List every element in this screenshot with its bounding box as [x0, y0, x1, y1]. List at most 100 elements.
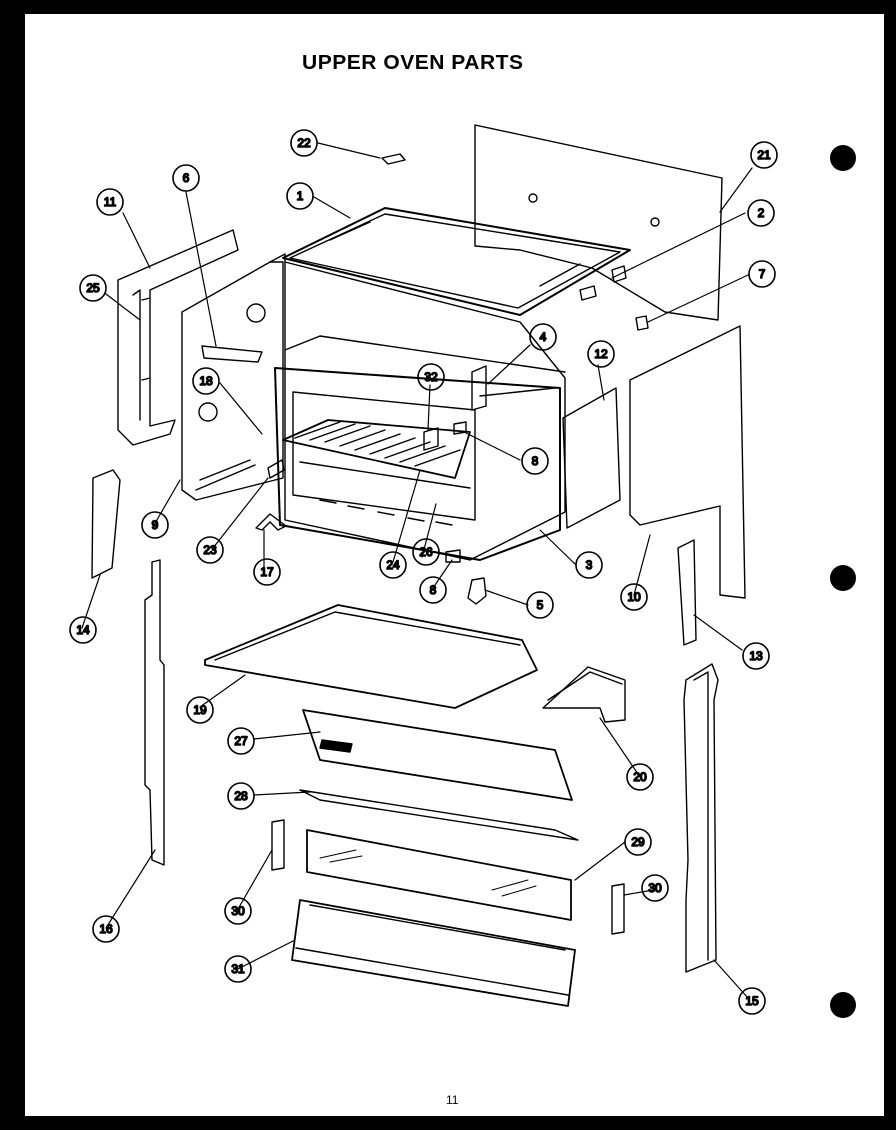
callout-2: 2 — [747, 199, 775, 227]
callout-8-lower: 8 — [419, 576, 447, 604]
callout-3: 3 — [575, 551, 603, 579]
binder-hole-bottom — [830, 992, 856, 1018]
left-side-panel-part — [181, 261, 284, 501]
callout-14: 14 — [69, 616, 97, 644]
right-side-panel-part — [562, 325, 746, 599]
svg-text:10: 10 — [627, 590, 641, 604]
callout-11: 11 — [96, 188, 124, 216]
callout-8: 8 — [521, 447, 549, 475]
callout-1: 1 — [286, 182, 314, 210]
callout-25: 25 — [79, 274, 107, 302]
svg-text:4: 4 — [540, 330, 547, 344]
svg-text:8: 8 — [532, 454, 539, 468]
svg-text:17: 17 — [260, 565, 274, 579]
svg-text:2: 2 — [758, 206, 765, 220]
trim-30-left-part — [271, 819, 285, 871]
callout-22: 22 — [290, 129, 318, 157]
callout-17: 17 — [253, 558, 281, 586]
svg-text:28: 28 — [234, 789, 248, 803]
svg-text:32: 32 — [424, 370, 438, 384]
callout-21: 21 — [750, 141, 778, 169]
diagram-title: UPPER OVEN PARTS — [302, 52, 524, 74]
bracket-20-part — [542, 666, 626, 723]
svg-text:3: 3 — [586, 558, 593, 572]
callout-24: 24 — [379, 551, 407, 579]
side-trim-16-part — [144, 559, 165, 866]
svg-text:30: 30 — [648, 881, 662, 895]
svg-text:11: 11 — [104, 195, 117, 209]
kick-panel-part — [291, 899, 576, 1007]
callout-9: 9 — [141, 511, 169, 539]
oven-top-part — [282, 207, 631, 316]
callout-30-left: 30 — [224, 897, 252, 925]
oven-rack-part — [282, 419, 471, 489]
svg-text:19: 19 — [193, 703, 207, 717]
callout-4: 4 — [529, 323, 557, 351]
callout-18: 18 — [192, 367, 220, 395]
svg-text:22: 22 — [297, 136, 311, 150]
page-number: 11 — [446, 1093, 459, 1107]
panel-29-part — [306, 829, 572, 921]
callout-29: 29 — [624, 828, 652, 856]
callout-10: 10 — [620, 583, 648, 611]
svg-text:31: 31 — [231, 962, 245, 976]
svg-text:26: 26 — [419, 545, 433, 559]
strip-13-part — [677, 539, 697, 646]
callout-20: 20 — [626, 763, 654, 791]
bracket-6-part — [201, 345, 263, 363]
oven-liner-part — [269, 253, 566, 561]
svg-text:16: 16 — [99, 922, 113, 936]
svg-text:27: 27 — [234, 734, 248, 748]
side-trim-15-part — [683, 663, 719, 973]
svg-text:6: 6 — [183, 171, 190, 185]
callouts: 22 1 11 6 25 18 9 23 17 24 26 8 32 4 8 1… — [69, 129, 778, 1015]
callout-12: 12 — [587, 340, 615, 368]
strip-28-part — [299, 789, 579, 841]
strip-14-part — [91, 469, 121, 579]
small-hardware-parts — [255, 153, 649, 605]
svg-text:13: 13 — [749, 649, 763, 663]
svg-text:1: 1 — [297, 189, 304, 203]
callout-13: 13 — [742, 642, 770, 670]
svg-text:18: 18 — [199, 374, 213, 388]
svg-text:15: 15 — [745, 994, 759, 1008]
callout-16: 16 — [92, 915, 120, 943]
svg-text:5: 5 — [537, 598, 544, 612]
callout-7: 7 — [748, 260, 776, 288]
svg-text:23: 23 — [203, 543, 217, 557]
svg-text:20: 20 — [633, 770, 647, 784]
callout-26: 26 — [412, 538, 440, 566]
callout-6: 6 — [172, 164, 200, 192]
left-trim-part — [117, 229, 239, 446]
oven-bottom-part — [319, 499, 453, 526]
oven-floor-part — [204, 604, 538, 709]
callout-19: 19 — [186, 696, 214, 724]
binder-hole-top — [830, 145, 856, 171]
callout-23: 23 — [196, 536, 224, 564]
svg-text:29: 29 — [631, 835, 645, 849]
callout-5: 5 — [526, 591, 554, 619]
panel-27-part — [302, 709, 573, 801]
svg-text:7: 7 — [759, 267, 766, 281]
callout-27: 27 — [227, 727, 255, 755]
callout-28: 28 — [227, 782, 255, 810]
svg-text:30: 30 — [231, 904, 245, 918]
svg-text:25: 25 — [86, 281, 100, 295]
callout-30-right: 30 — [641, 874, 669, 902]
binder-hole-middle — [830, 565, 856, 591]
svg-text:21: 21 — [757, 148, 771, 162]
svg-text:24: 24 — [386, 558, 400, 572]
trim-30-right-part — [611, 883, 625, 935]
svg-text:14: 14 — [76, 623, 90, 637]
back-panel-part — [474, 124, 723, 321]
svg-text:8: 8 — [430, 583, 437, 597]
diagram-sheet — [25, 14, 884, 1116]
oven-front-frame — [274, 367, 561, 561]
svg-text:9: 9 — [152, 518, 159, 532]
callout-32: 32 — [417, 363, 445, 391]
svg-text:12: 12 — [594, 347, 608, 361]
leader-lines — [81, 142, 753, 999]
callout-15: 15 — [738, 987, 766, 1015]
callout-31: 31 — [224, 955, 252, 983]
